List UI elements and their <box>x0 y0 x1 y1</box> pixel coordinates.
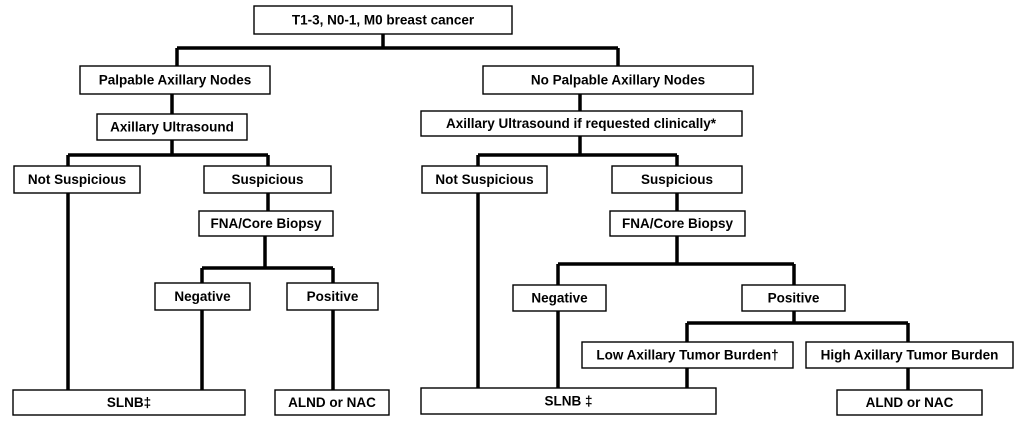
node-slnb-right-label: SLNB ‡ <box>544 394 592 409</box>
node-high-axillary-tumor-burden: High Axillary Tumor Burden <box>805 341 1014 369</box>
node-fna-core-biopsy-right: FNA/Core Biopsy <box>609 210 746 237</box>
node-s-left-label: Suspicious <box>231 172 303 187</box>
node-pos-right-label: Positive <box>768 291 820 306</box>
node-fna-right-label: FNA/Core Biopsy <box>622 216 734 231</box>
node-alnd-or-nac-right: ALND or NAC <box>836 389 983 416</box>
node-us-left-label: Axillary Ultrasound <box>110 120 234 135</box>
node-slnb-left-label: SLNB‡ <box>107 395 151 410</box>
node-s-right-label: Suspicious <box>641 172 713 187</box>
node-ns-left-label: Not Suspicious <box>28 172 126 187</box>
node-negative-left: Negative <box>154 282 251 311</box>
node-axillary-ultrasound-left: Axillary Ultrasound <box>96 113 248 141</box>
node-negative-right: Negative <box>512 284 607 312</box>
node-low-burden-label: Low Axillary Tumor Burden† <box>596 348 778 363</box>
node-palpable-axillary-nodes: Palpable Axillary Nodes <box>79 65 271 95</box>
node-not-suspicious-left: Not Suspicious <box>13 165 141 194</box>
node-alnd-or-nac-left: ALND or NAC <box>274 389 390 416</box>
node-no-palpable-axillary-nodes: No Palpable Axillary Nodes <box>482 65 754 95</box>
node-fna-left-label: FNA/Core Biopsy <box>210 216 322 231</box>
node-pos-left-label: Positive <box>307 289 359 304</box>
node-slnb-right: SLNB ‡ <box>420 387 717 415</box>
node-slnb-left: SLNB‡ <box>12 389 246 416</box>
node-alnd-left-label: ALND or NAC <box>288 395 376 410</box>
node-positive-right: Positive <box>741 284 846 312</box>
node-fna-core-biopsy-left: FNA/Core Biopsy <box>198 210 334 237</box>
node-root-label: T1-3, N0-1, M0 breast cancer <box>292 13 475 28</box>
node-us-right-label: Axillary Ultrasound if requested clinica… <box>446 116 717 131</box>
node-ns-right-label: Not Suspicious <box>435 172 533 187</box>
node-suspicious-left: Suspicious <box>203 165 332 194</box>
node-not-suspicious-right: Not Suspicious <box>421 165 548 194</box>
node-no-palpable-label: No Palpable Axillary Nodes <box>531 73 705 88</box>
node-axillary-ultrasound-right: Axillary Ultrasound if requested clinica… <box>420 110 743 137</box>
node-neg-left-label: Negative <box>174 289 231 304</box>
node-palpable-label: Palpable Axillary Nodes <box>99 73 252 88</box>
node-root: T1-3, N0-1, M0 breast cancer <box>253 5 513 35</box>
connectors <box>66 34 910 392</box>
node-low-axillary-tumor-burden: Low Axillary Tumor Burden† <box>581 341 794 369</box>
node-suspicious-right: Suspicious <box>611 165 743 194</box>
node-high-burden-label: High Axillary Tumor Burden <box>821 348 999 363</box>
node-positive-left: Positive <box>286 282 379 311</box>
node-alnd-right-label: ALND or NAC <box>866 395 954 410</box>
node-neg-right-label: Negative <box>531 291 588 306</box>
